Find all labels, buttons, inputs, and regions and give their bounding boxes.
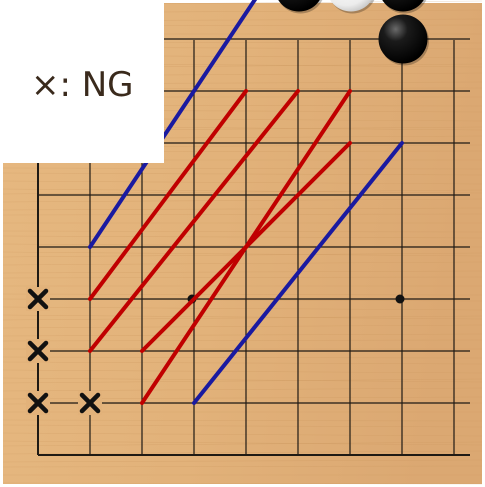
white-stone[interactable] — [327, 0, 376, 12]
wood-grain — [2, 465, 483, 468]
ng-x-mark-icon — [26, 391, 50, 415]
black-stone[interactable] — [379, 0, 428, 12]
black-stone[interactable] — [378, 14, 428, 64]
wood-grain — [2, 459, 483, 463]
legend-panel: ×: NG — [3, 3, 164, 163]
red-diagonal-line — [140, 141, 352, 353]
ng-x-mark-icon — [26, 287, 50, 311]
blue-diagonal-line — [88, 0, 258, 249]
legend-text: ×: NG — [31, 65, 134, 105]
blue-diagonal-line — [192, 141, 404, 405]
wood-grain — [2, 482, 483, 485]
star-point — [395, 294, 405, 304]
ng-x-mark-icon — [26, 339, 50, 363]
black-stone[interactable] — [275, 0, 324, 12]
red-diagonal-line — [88, 89, 300, 353]
red-diagonal-line — [88, 89, 248, 301]
ng-x-mark-icon — [78, 391, 102, 415]
